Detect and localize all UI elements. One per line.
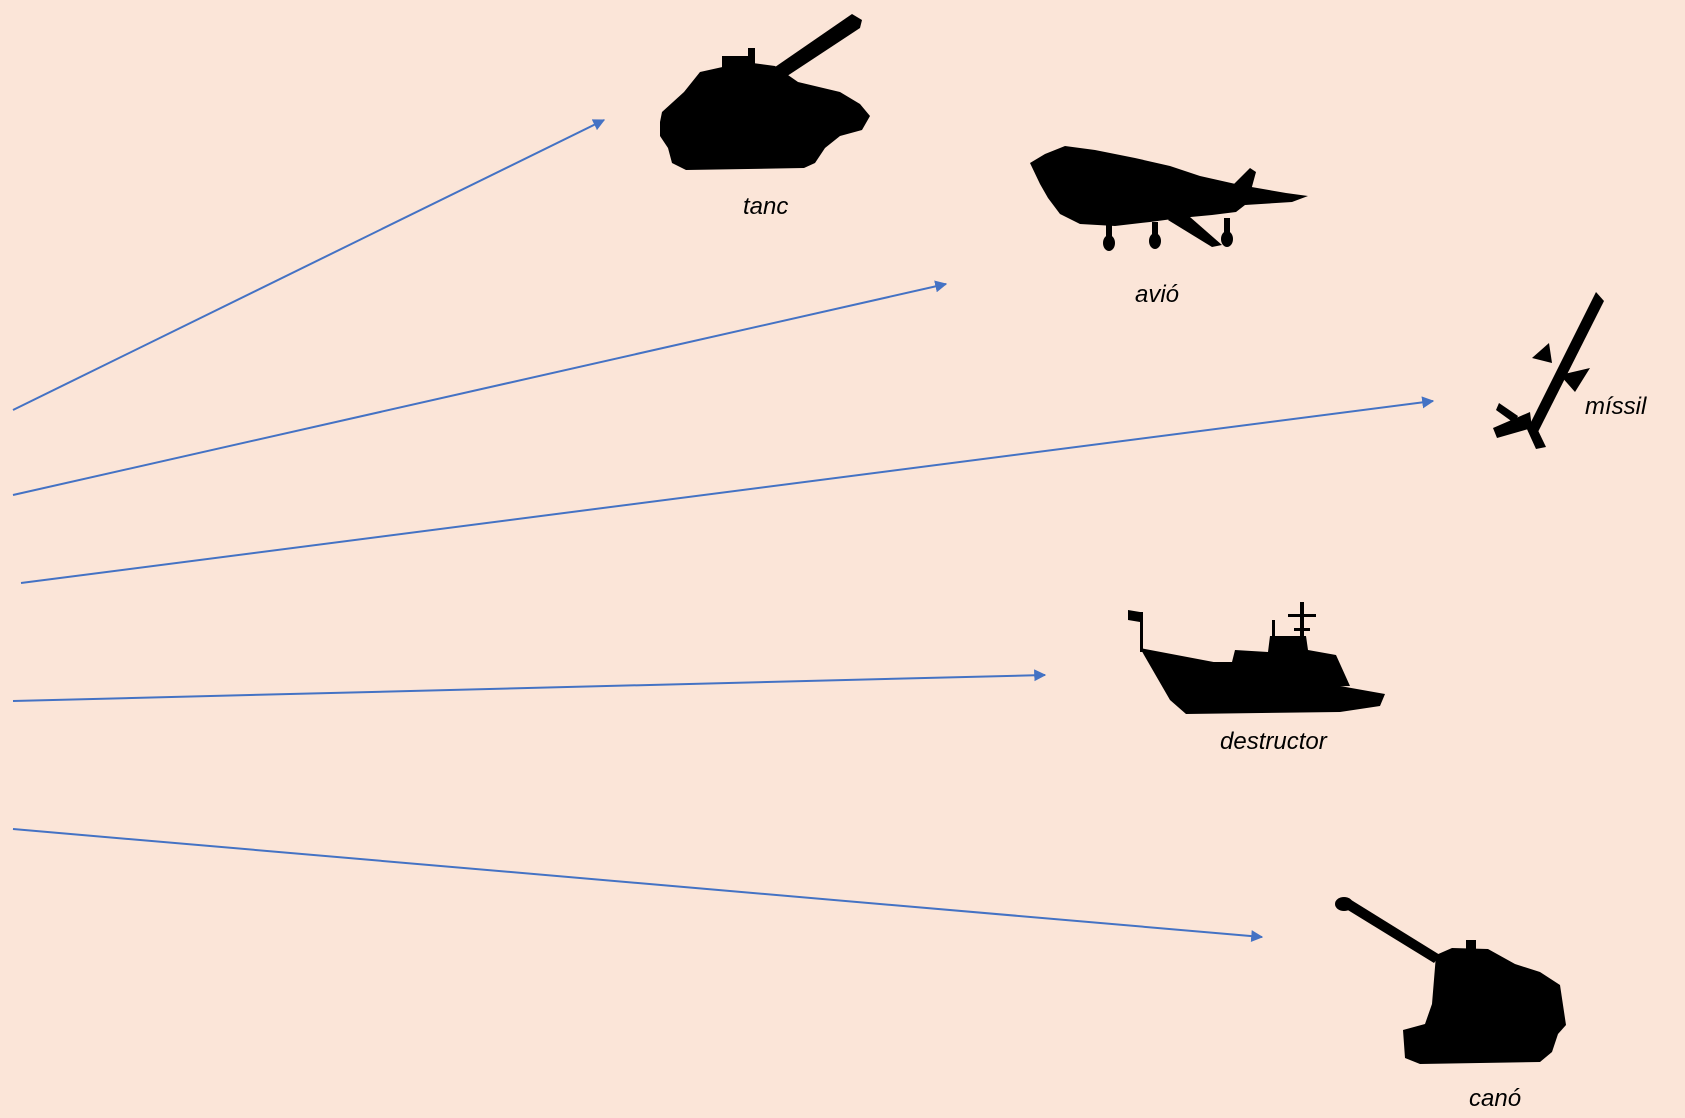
arrow-to-cannon	[12, 828, 1264, 943]
label-plane: avió	[1135, 281, 1180, 308]
arrow-to-tank	[12, 119, 606, 411]
warship-silhouette-icon	[1128, 602, 1385, 714]
tank-silhouette-icon	[660, 14, 870, 170]
label-tank: tanc	[743, 193, 789, 220]
arrow-to-destroyer	[12, 669, 1047, 702]
arrow-to-plane	[12, 280, 948, 496]
fighter-jet-silhouette-icon	[1030, 146, 1308, 251]
arrow-to-missile	[20, 396, 1435, 584]
label-missile: míssil	[1585, 393, 1647, 420]
missile-silhouette-icon	[1493, 292, 1604, 449]
label-cannon: canó	[1469, 1085, 1522, 1112]
label-destroyer: destructor	[1220, 728, 1327, 755]
self-propelled-howitzer-silhouette-icon	[1335, 897, 1566, 1064]
